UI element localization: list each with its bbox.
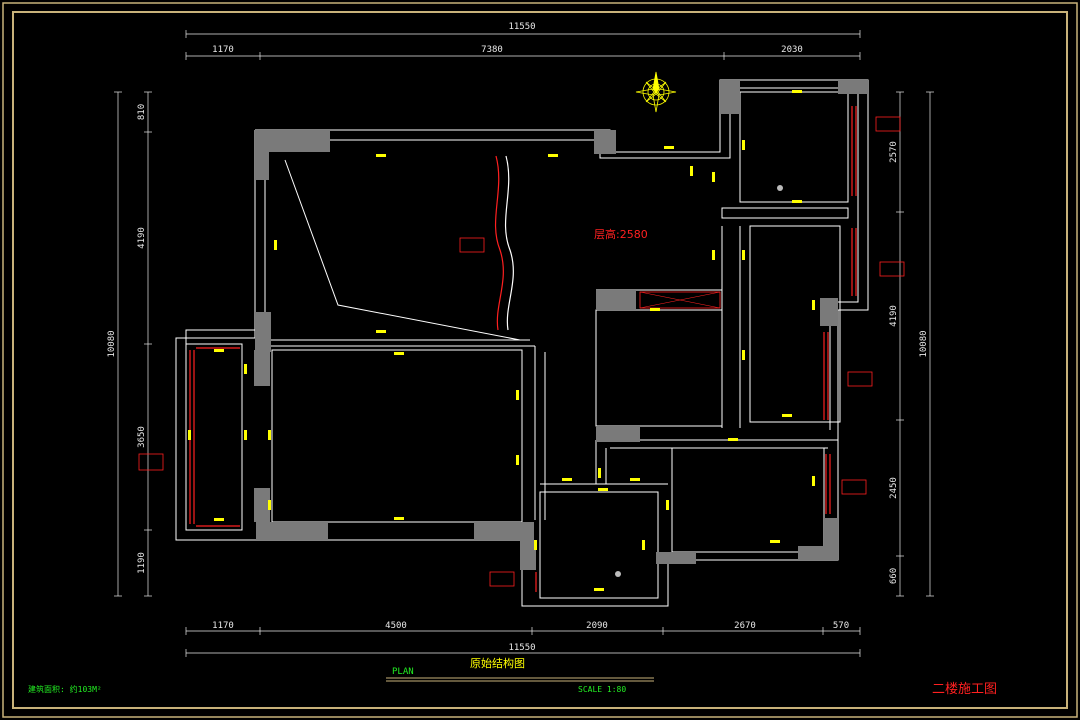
dim-right-2: 4190 [889, 305, 899, 327]
dim-top-3: 2030 [781, 45, 803, 55]
dim-bottom-1: 1170 [212, 621, 234, 631]
red-tags [138, 116, 905, 587]
windows [189, 106, 857, 592]
inner-dim-marks [188, 90, 815, 591]
dim-top-total: 11550 [508, 22, 535, 32]
dim-bottom-5: 570 [833, 621, 849, 631]
dim-left-total: 10080 [107, 330, 117, 357]
compass-rose-icon [635, 71, 677, 113]
sheet-title: 二楼施工图 [932, 682, 997, 697]
dim-top-1: 1170 [212, 45, 234, 55]
dim-top-2: 7380 [481, 45, 503, 55]
dim-right-3: 2450 [889, 477, 899, 499]
plan-title: 原始结构图 [470, 656, 525, 670]
dim-bottom-3: 2090 [586, 621, 608, 631]
dim-right-4: 660 [889, 568, 899, 584]
dim-bottom-4: 2670 [734, 621, 756, 631]
ceiling-height: 层高:2580 [594, 227, 648, 241]
dim-right-1: 2570 [889, 141, 899, 163]
dim-left-3: 3650 [137, 426, 147, 448]
plan-label: PLAN [392, 667, 414, 677]
dimension-lines [114, 30, 934, 657]
inner-frame [12, 11, 1068, 709]
scale-label: SCALE 1:80 [578, 685, 626, 694]
area-label: 建筑面积: 约103M² [28, 684, 102, 694]
dim-bottom-2: 4500 [385, 621, 407, 631]
floor-drain [777, 185, 783, 191]
dim-left-1: 810 [137, 104, 147, 120]
dim-bottom-total: 11550 [508, 643, 535, 653]
dim-left-4: 1190 [137, 552, 147, 574]
dim-right-total: 10080 [919, 330, 929, 357]
dim-left-2: 4190 [137, 227, 147, 249]
wall-columns [254, 80, 868, 570]
floor-drain [615, 571, 621, 577]
